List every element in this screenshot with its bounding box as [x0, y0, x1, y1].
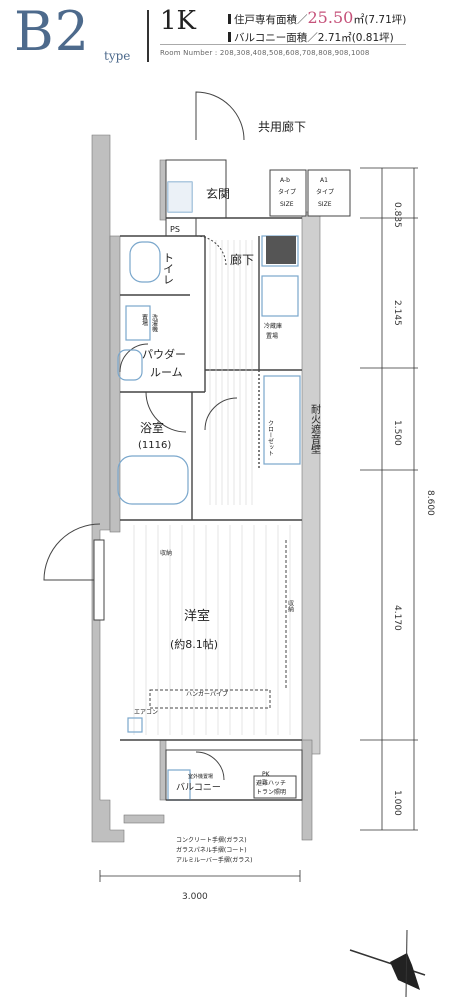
type-a-label: A-b	[280, 177, 290, 184]
western-size: (約8.1帖)	[170, 637, 218, 651]
dim-total: 8.600	[425, 490, 435, 516]
unit-area-tsubo: (7.71坪)	[364, 14, 407, 26]
type-a1-label: A1	[320, 177, 328, 184]
fixtures	[117, 181, 301, 801]
powder-label-2: ルーム	[150, 366, 183, 379]
kitchen-sink	[261, 275, 299, 317]
type-boxes	[269, 169, 351, 217]
rail-note-2: ガラスパネル手摺(コート)	[176, 846, 247, 854]
layout-code: 1K	[160, 6, 196, 36]
toilet-fixture	[129, 241, 161, 283]
balcony-box	[165, 749, 303, 801]
dim-d2: 2.145	[392, 300, 402, 326]
bullet-bar	[228, 32, 231, 42]
type-a1-sub: タイプ	[316, 188, 334, 196]
header-divider	[147, 10, 149, 62]
closet-box	[263, 375, 301, 465]
powder-door	[119, 343, 149, 373]
wash-basin	[117, 349, 143, 381]
dim-d1: 0.835	[392, 202, 402, 228]
dim-d5: 1.000	[392, 790, 402, 816]
closet-label: クローゼット	[267, 420, 274, 456]
fridge-label: 冷蔵庫	[264, 322, 282, 330]
balcony-door	[195, 751, 225, 781]
balcony-area-line: バルコニー面積／2.71㎡(0.81坪)	[228, 30, 394, 45]
side-window	[93, 539, 105, 621]
compass-icon	[349, 929, 426, 998]
aircon-unit	[127, 717, 143, 733]
western-label: 洋室	[184, 608, 210, 624]
ps-label: PS	[170, 225, 180, 234]
hatch-note-2: トラン照明	[256, 789, 286, 796]
type-label: type	[104, 49, 131, 63]
toilet-door	[195, 235, 227, 267]
bath-label: 浴室	[140, 420, 164, 435]
stove-top	[266, 236, 296, 264]
type-a1-size: SIZE	[318, 201, 332, 208]
storage-line-bottom	[149, 689, 271, 709]
floor-hatching	[133, 240, 291, 735]
balcony-sill	[123, 814, 165, 824]
dim-width: 3.000	[182, 892, 208, 902]
storage-label-2: 収納	[287, 600, 294, 613]
storage-label-1: 収納	[160, 549, 172, 557]
building-walls	[91, 134, 321, 843]
shoe-box-fill	[168, 182, 192, 212]
hatch-box	[253, 775, 297, 799]
hall-door	[204, 397, 238, 431]
unit-area-label: 住戸専有面積／	[234, 14, 308, 26]
front-door-swing	[195, 91, 245, 141]
balcony-area-tsubo: (0.81坪)	[351, 32, 394, 44]
doors	[43, 91, 245, 781]
balcony-wall-right	[301, 739, 313, 841]
rail-note-1: コンクリート手摺(ガラス)	[176, 836, 247, 844]
type-a1-box	[307, 169, 351, 217]
unit-area-line: 住戸専有面積／25.50㎡(7.71坪)	[228, 8, 406, 27]
type-a-box	[269, 169, 307, 217]
fridge-label-2: 置場	[266, 332, 278, 340]
balcony-wall-left	[159, 739, 167, 801]
entrance-label: 玄関	[206, 186, 230, 201]
aircon-label: エアコン	[134, 709, 158, 716]
firewall-label: 耐火遮音壁	[309, 403, 321, 454]
hall-label: 廊下	[230, 252, 254, 267]
bullet-bar	[228, 14, 231, 24]
window-door	[43, 523, 101, 581]
dim-d4: 4.170	[392, 605, 402, 631]
dim-d3: 1.500	[392, 420, 402, 446]
dimension-lines	[99, 167, 418, 882]
washer-space	[125, 305, 151, 341]
pk-label: PK	[262, 771, 271, 778]
header-rule	[160, 44, 406, 45]
right-firewall	[301, 211, 321, 755]
bathtub	[117, 455, 189, 505]
rail-note-3: アルミルーバー手摺(ガラス)	[176, 856, 252, 864]
balcony-area-label: バルコニー面積／	[234, 32, 318, 44]
unit-area-unit: ㎡	[353, 13, 365, 26]
balcony-label: バルコニー	[176, 782, 221, 793]
ps-box	[165, 217, 197, 237]
hatch-note-1: 避難ハッチ	[256, 779, 286, 787]
washer-label-2: 置場	[141, 314, 148, 327]
type-a-size: SIZE	[280, 201, 294, 208]
aircon-outdoor-label: 室外機置場	[188, 773, 213, 780]
type-code: B2	[14, 0, 91, 63]
washer-label: 洗濯機	[151, 313, 158, 333]
left-inner-wall	[109, 235, 121, 533]
bath-size: (1116)	[138, 440, 171, 451]
entrance-wall-left	[159, 159, 167, 221]
unit-area-value: 25.50	[307, 8, 354, 27]
type-a-sub: タイプ	[278, 188, 296, 196]
corridor-label: 共用廊下	[258, 119, 306, 134]
bath-door	[145, 391, 187, 433]
storage-lines	[149, 540, 287, 709]
powder-label-1: パウダー	[142, 347, 186, 361]
room-number-list: Room Number : 208,308,408,508,608,708,80…	[160, 49, 370, 57]
toilet-label: トイレ	[162, 252, 175, 285]
balcony-area-value: 2.71㎡	[317, 32, 352, 44]
pole-label: ハンガーパイプ	[186, 690, 228, 698]
